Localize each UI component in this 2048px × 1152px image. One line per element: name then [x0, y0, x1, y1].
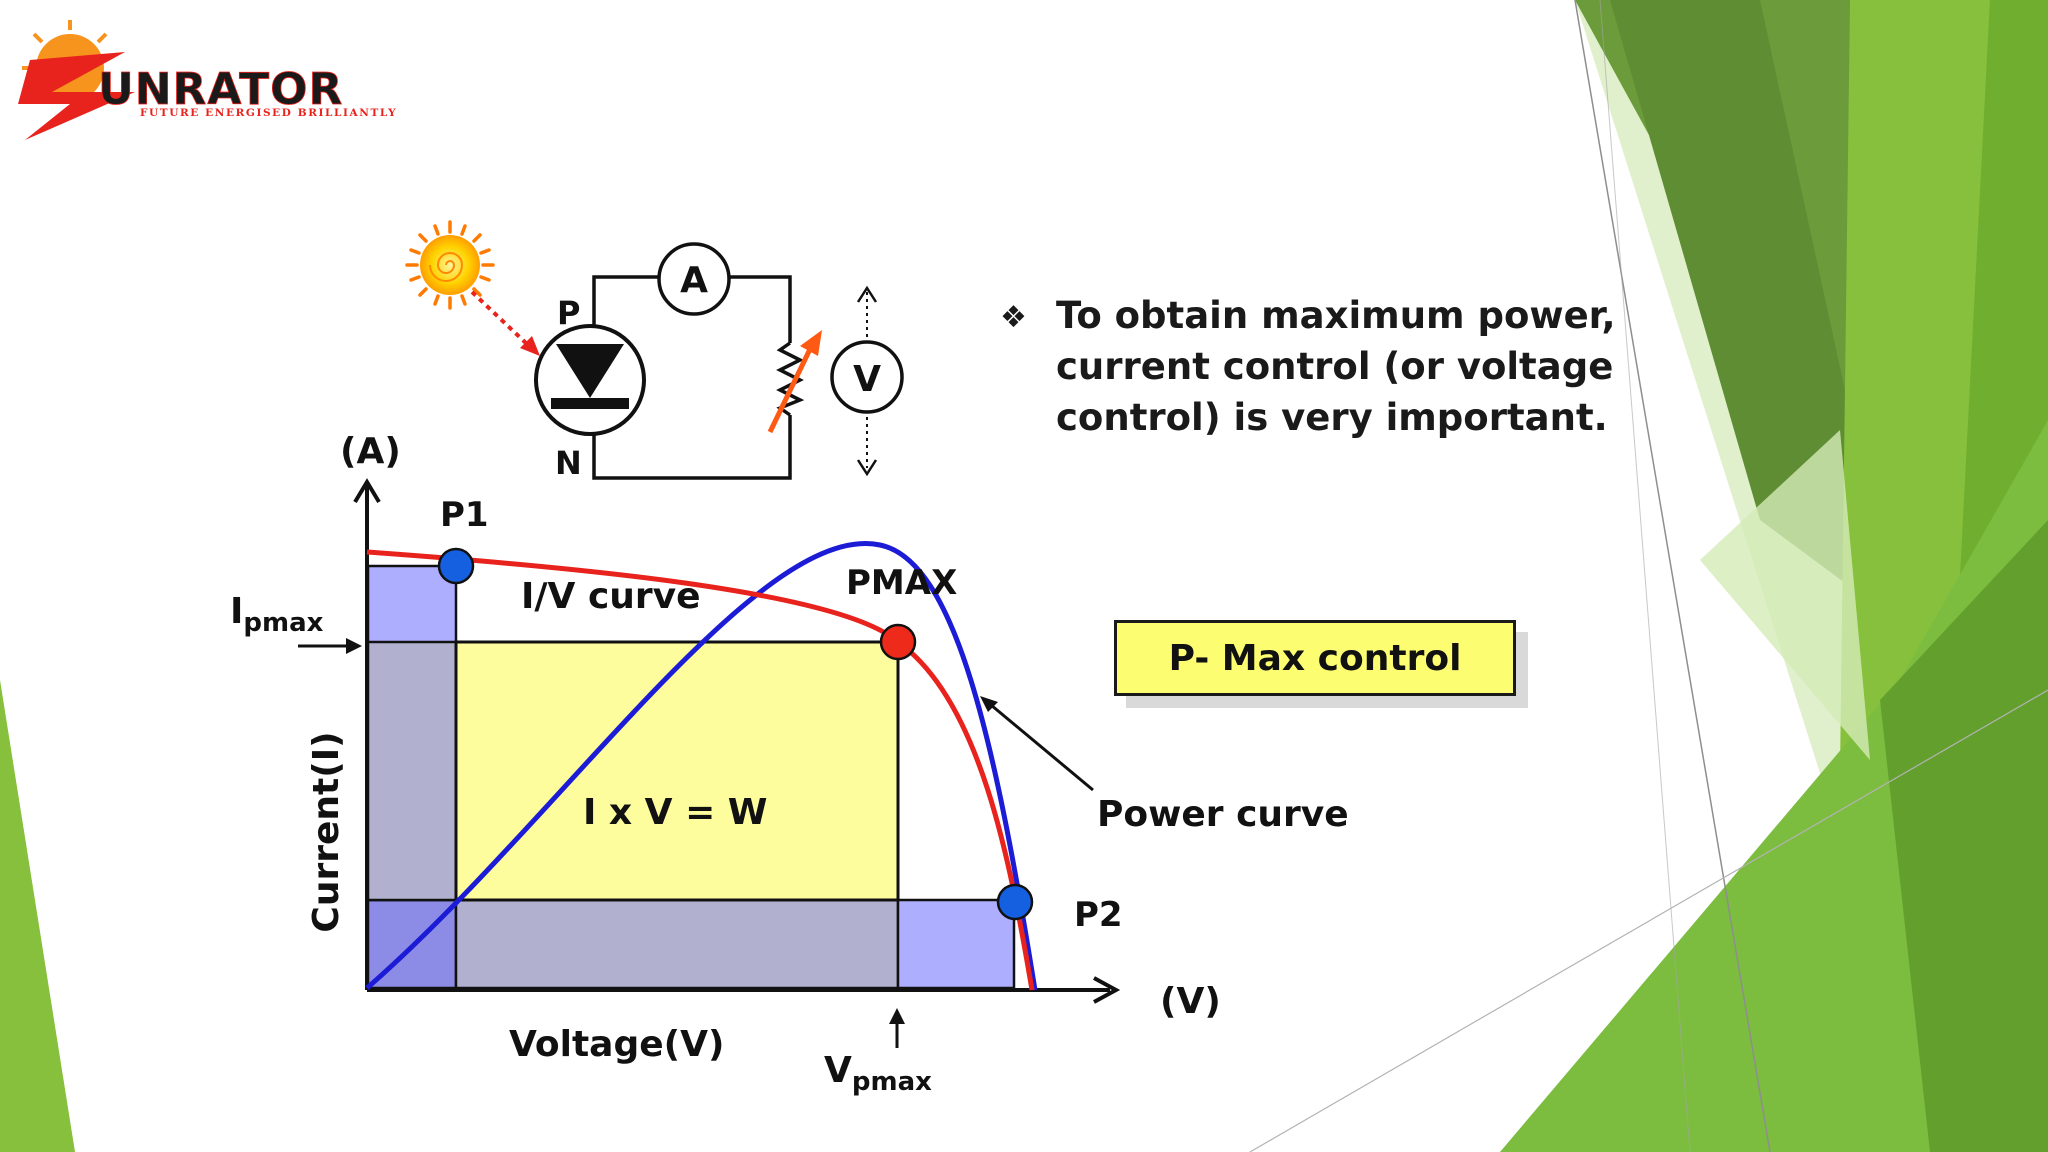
- ipmax-main: I: [230, 591, 243, 632]
- area-formula-label: I x V = W: [583, 792, 767, 833]
- power-curve-pointer: [984, 698, 1094, 792]
- company-logo: UNRATOR FUTURE ENERGISED BRILLIANTLY: [18, 20, 397, 140]
- decoration-right: [1249, 0, 2048, 1152]
- bullet-text: To obtain maximum power, current control…: [1056, 294, 1616, 439]
- point-pmax: [879, 623, 917, 661]
- x-axis-arrow-icon: [1093, 976, 1121, 1004]
- p1-label: P1: [440, 495, 489, 535]
- power-curve-line: [365, 541, 1038, 991]
- iv-curve-label: I/V curve: [521, 576, 701, 617]
- p-terminal-label: P: [557, 294, 580, 332]
- area-left-inner: [366, 640, 458, 902]
- y-axis-label: Current(I): [306, 731, 347, 932]
- pmax-label: PMAX: [846, 563, 957, 603]
- x-axis-label: Voltage(V): [509, 1024, 724, 1065]
- bullet-point: ❖ To obtain maximum power, current contr…: [1000, 290, 1700, 443]
- ipmax-sub: pmax: [243, 608, 323, 638]
- iv-power-graph: (A) (V) Current(I) Voltage(V) Ipmax Vpma…: [230, 431, 1349, 1097]
- ipmax-arrow-head: [346, 638, 362, 654]
- ammeter: A: [657, 242, 731, 316]
- vpmax-label: Vpmax: [824, 1050, 932, 1097]
- logo-s-bolt-icon: [18, 52, 135, 140]
- point-p1: [437, 547, 475, 585]
- vpmax-main: V: [824, 1050, 852, 1091]
- pmax-control-label: P- Max control: [1168, 637, 1462, 679]
- sun-icon: [405, 220, 495, 310]
- bullet-diamond-icon: ❖: [1000, 300, 1027, 335]
- logo-tagline: FUTURE ENERGISED BRILLIANTLY: [140, 107, 397, 119]
- voltmeter-label: V: [853, 359, 881, 400]
- x-unit-label: (V): [1160, 981, 1221, 1022]
- circuit-diagram: P N A V: [405, 220, 904, 482]
- n-terminal-label: N: [555, 444, 582, 482]
- area-power-rectangle: [454, 640, 900, 902]
- pmax-control-box: P- Max control: [1114, 620, 1516, 696]
- diode-icon: [534, 324, 646, 436]
- vpmax-sub: pmax: [852, 1067, 932, 1097]
- y-axis-arrow-icon: [353, 478, 381, 504]
- power-curve-label: Power curve: [1097, 794, 1349, 835]
- point-p2: [996, 883, 1034, 921]
- axes: [365, 486, 1110, 992]
- light-ray-arrow: [470, 290, 540, 356]
- ammeter-label: A: [680, 260, 708, 301]
- ipmax-label: Ipmax: [230, 591, 324, 638]
- decoration-left: [0, 680, 75, 1152]
- logo-wordmark: UNRATOR: [98, 64, 343, 115]
- circuit-wires: [592, 275, 792, 480]
- vpmax-arrow-head: [889, 1008, 905, 1024]
- area-bottom-right: [896, 898, 1016, 990]
- y-unit-label: (A): [340, 431, 401, 472]
- power-curve-pointer-head: [980, 696, 998, 712]
- p2-label: P2: [1074, 895, 1123, 935]
- variable-resistor-icon: [767, 330, 822, 434]
- area-bottom-strip: [454, 898, 900, 990]
- voltmeter: V: [830, 285, 904, 477]
